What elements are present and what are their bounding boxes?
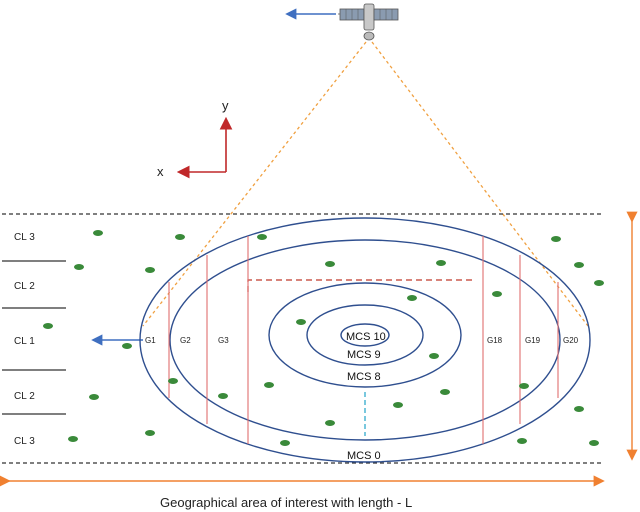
x-axis-label: x	[157, 164, 164, 179]
user-dot	[429, 353, 439, 359]
user-dot	[257, 234, 267, 240]
cluster-label: CL 3	[14, 232, 35, 243]
user-dot	[325, 261, 335, 267]
mcs-label-9: MCS 9	[347, 349, 381, 361]
mcs-label-10: MCS 10	[346, 331, 386, 343]
user-dot	[43, 323, 53, 329]
user-dot	[436, 260, 446, 266]
mcs-label-8: MCS 8	[347, 371, 381, 383]
mcs-ring-9	[306, 304, 424, 366]
beam-line-left	[142, 41, 367, 327]
group-label: G1	[145, 336, 156, 345]
user-dot	[93, 230, 103, 236]
user-dot	[89, 394, 99, 400]
cluster-label: CL 3	[14, 436, 35, 447]
user-dot	[519, 383, 529, 389]
cluster-label: CL 2	[14, 281, 35, 292]
cluster-label: CL 1	[14, 336, 35, 347]
user-dot	[594, 280, 604, 286]
user-dot	[574, 406, 584, 412]
user-dot	[440, 389, 450, 395]
user-dot	[145, 267, 155, 273]
user-dot	[168, 378, 178, 384]
y-axis-label: y	[222, 98, 229, 113]
user-dot	[218, 393, 228, 399]
user-dots	[43, 230, 604, 446]
user-dot	[175, 234, 185, 240]
group-label: G18	[487, 336, 503, 345]
mcs-ring-8	[268, 282, 462, 388]
user-dot	[68, 436, 78, 442]
user-dot	[492, 291, 502, 297]
group-label: G19	[525, 336, 541, 345]
user-dot	[551, 236, 561, 242]
user-dot	[574, 262, 584, 268]
user-dot	[264, 382, 274, 388]
user-dot	[589, 440, 599, 446]
user-dot	[145, 430, 155, 436]
beam-line-right	[371, 41, 589, 327]
user-dot	[407, 295, 417, 301]
user-dot	[517, 438, 527, 444]
satellite-icon	[338, 3, 399, 41]
coverage-ellipse-2	[169, 239, 561, 441]
caption: Geographical area of interest with lengt…	[160, 495, 412, 510]
cluster-label: CL 2	[14, 391, 35, 402]
user-dot	[280, 440, 290, 446]
mcs-label-0: MCS 0	[347, 450, 381, 462]
coverage-outer-ellipse	[139, 217, 591, 463]
group-label: G20	[563, 336, 579, 345]
user-dot	[296, 319, 306, 325]
red-dashed-boundary	[247, 279, 475, 292]
group-label: G3	[218, 336, 229, 345]
user-dot	[393, 402, 403, 408]
user-dot	[325, 420, 335, 426]
user-dot	[122, 343, 132, 349]
user-dot	[74, 264, 84, 270]
mcs-ring-10	[340, 323, 390, 347]
group-label: G2	[180, 336, 191, 345]
